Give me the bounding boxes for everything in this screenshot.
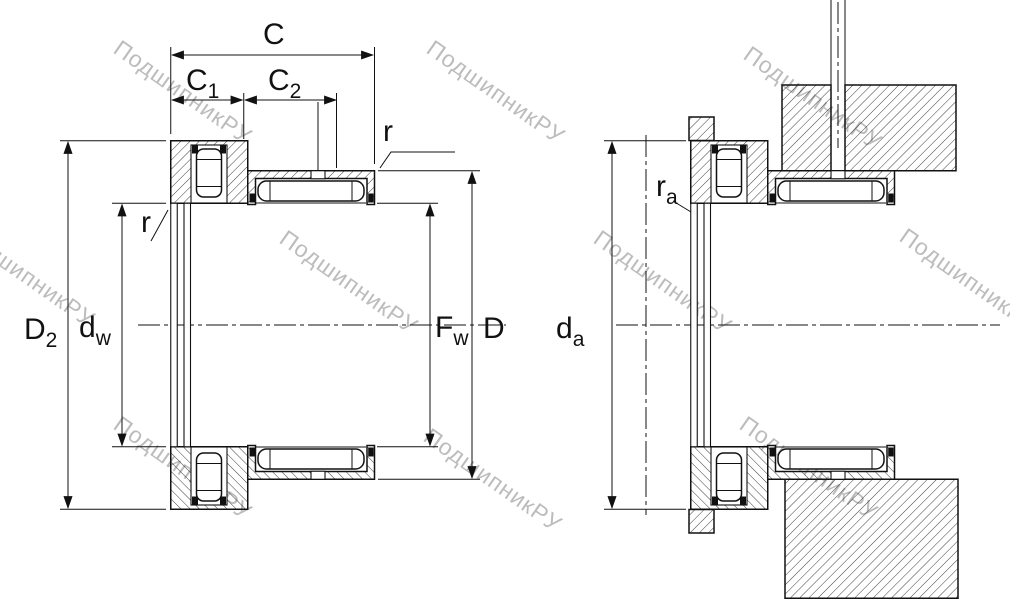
label-ra: ra [656,170,678,209]
shaft-shoulder-bottom [688,508,715,534]
watermark-text: ПодшипникРУ [109,35,257,149]
ra-leader [672,200,692,213]
dimension-fw [377,202,438,448]
left-bearing-bottom-half [170,444,376,510]
label-d2: D2 [24,313,57,352]
label-fw: Fw [435,311,469,350]
right-view-mounting [688,0,959,599]
label-c1: C1 [186,64,219,103]
radius-leaders [150,151,692,242]
label-c: C [263,18,285,51]
dimension-c2 [243,93,338,170]
watermark-text: ПодшипникРУ [275,225,423,339]
housing-block-right [844,84,957,172]
watermark-text: ПодшипникРУ [419,423,567,537]
housing-block-bottom [784,478,959,599]
r-bore-leader [150,209,169,242]
dimension-c [170,47,375,164]
labels: C C1 C2 r r D2 dw Fw D da ra [24,18,678,352]
left-bearing-top-half [170,140,376,206]
dimension-d2 [60,140,166,510]
label-da: da [556,312,585,351]
label-d: D [483,312,505,345]
housing-block-left [781,84,832,172]
watermark-text: ПодшипникРУ [895,223,1010,337]
dimension-dw [112,202,166,448]
dimension-da [604,140,686,510]
centerlines [138,2,1000,515]
label-r-outer: r [383,115,393,148]
dimension-c1 [170,93,245,139]
label-dw: dw [79,311,112,350]
shaft-shoulder-top [688,116,715,142]
label-r-bore: r [141,206,151,239]
dimension-d [378,170,480,480]
r-outer-leader [379,151,455,169]
watermark-text: ПодшипникРУ [422,35,570,149]
watermark-text: ПодшипникРУ [589,225,737,339]
label-c2: C2 [268,64,301,103]
